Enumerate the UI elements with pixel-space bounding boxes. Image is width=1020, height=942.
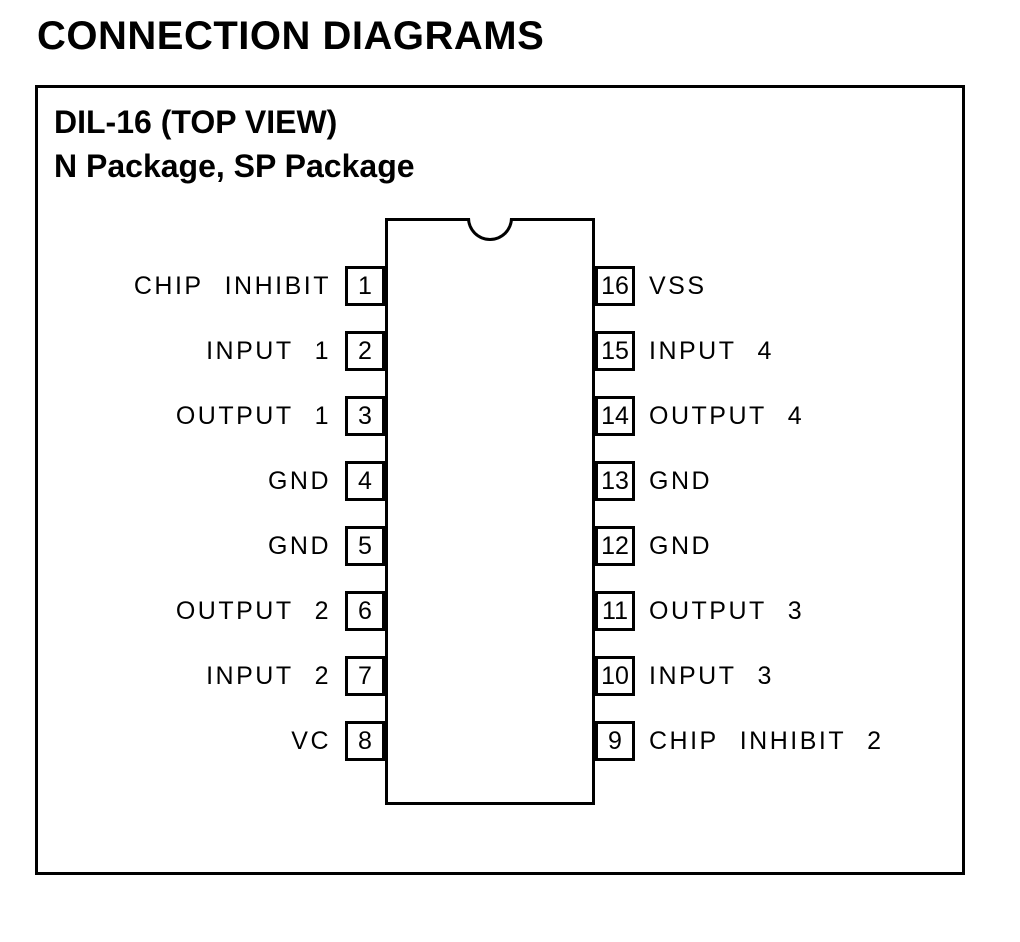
pin-number-box: 16 bbox=[595, 266, 635, 306]
pin-number-box: 5 bbox=[345, 526, 385, 566]
pin-row: 14 OUTPUT 4 bbox=[595, 396, 959, 436]
diagram-box: DIL-16 (TOP VIEW) N Package, SP Package … bbox=[35, 85, 965, 875]
pin-row: 10 INPUT 3 bbox=[595, 656, 959, 696]
pin-number: 11 bbox=[602, 596, 628, 625]
diagram-heading-line2: N Package, SP Package bbox=[54, 148, 415, 185]
pin-number-box: 3 bbox=[345, 396, 385, 436]
pin-label: INPUT 3 bbox=[649, 661, 774, 690]
pin-row: 15 INPUT 4 bbox=[595, 331, 959, 371]
pin-label: CHIP INHIBIT 2 bbox=[649, 726, 884, 755]
diagram-heading: DIL-16 (TOP VIEW) N Package, SP Package bbox=[54, 100, 415, 188]
pin-number-box: 13 bbox=[595, 461, 635, 501]
pin-number: 1 bbox=[358, 271, 372, 300]
pin-label: INPUT 4 bbox=[649, 336, 774, 365]
pin-row: GND 4 bbox=[60, 461, 385, 501]
pin-row: INPUT 1 2 bbox=[60, 331, 385, 371]
pin-row: OUTPUT 2 6 bbox=[60, 591, 385, 631]
pin-number: 3 bbox=[358, 401, 372, 430]
pin-number: 9 bbox=[608, 726, 622, 755]
pin-column-left: CHIP INHIBIT 1 INPUT 1 2 OUTPUT 1 3 GND … bbox=[60, 266, 385, 786]
pin-number-box: 2 bbox=[345, 331, 385, 371]
pin-label: GND bbox=[649, 531, 713, 560]
page-title: CONNECTION DIAGRAMS bbox=[37, 14, 545, 58]
pin-number: 8 bbox=[358, 726, 372, 755]
pin-row: CHIP INHIBIT 1 bbox=[60, 266, 385, 306]
pin-number: 4 bbox=[358, 466, 372, 495]
diagram-heading-line1: DIL-16 (TOP VIEW) bbox=[54, 104, 338, 140]
pin-label: OUTPUT 1 bbox=[175, 401, 331, 430]
pin-label: OUTPUT 2 bbox=[175, 596, 331, 625]
pin-number-box: 12 bbox=[595, 526, 635, 566]
pin-row: GND 5 bbox=[60, 526, 385, 566]
pin-number-box: 9 bbox=[595, 721, 635, 761]
pin-label: VC bbox=[291, 726, 331, 755]
pin-label: GND bbox=[267, 466, 331, 495]
pin-number: 15 bbox=[601, 336, 629, 365]
pin-number: 10 bbox=[601, 661, 629, 690]
pin-label: OUTPUT 3 bbox=[649, 596, 805, 625]
pin-number: 6 bbox=[358, 596, 372, 625]
pin-row: OUTPUT 1 3 bbox=[60, 396, 385, 436]
pin-number-box: 6 bbox=[345, 591, 385, 631]
pin-number: 2 bbox=[358, 336, 372, 365]
pin-number-box: 11 bbox=[595, 591, 635, 631]
pin-number: 12 bbox=[601, 531, 629, 560]
pin-number: 7 bbox=[358, 661, 372, 690]
pin-row: VC 8 bbox=[60, 721, 385, 761]
pin-number-box: 1 bbox=[345, 266, 385, 306]
pin-number-box: 14 bbox=[595, 396, 635, 436]
pin-row: 13 GND bbox=[595, 461, 959, 501]
pin-number-box: 7 bbox=[345, 656, 385, 696]
pin-number-box: 15 bbox=[595, 331, 635, 371]
pin-row: 11 OUTPUT 3 bbox=[595, 591, 959, 631]
ic-notch bbox=[467, 218, 513, 241]
pin-number: 14 bbox=[601, 401, 629, 430]
pin-number-box: 8 bbox=[345, 721, 385, 761]
ic-body bbox=[385, 218, 595, 805]
pin-row: 12 GND bbox=[595, 526, 959, 566]
pin-label: INPUT 2 bbox=[206, 661, 331, 690]
pin-number-box: 4 bbox=[345, 461, 385, 501]
pin-label: VSS bbox=[649, 271, 707, 300]
pin-label: GND bbox=[649, 466, 713, 495]
pin-row: 9 CHIP INHIBIT 2 bbox=[595, 721, 959, 761]
pin-row: 16 VSS bbox=[595, 266, 959, 306]
pin-label: INPUT 1 bbox=[206, 336, 331, 365]
pin-label: CHIP INHIBIT bbox=[133, 271, 331, 300]
pin-column-right: 16 VSS 15 INPUT 4 14 OUTPUT 4 13 GND 12 … bbox=[595, 266, 959, 786]
pin-number: 13 bbox=[601, 466, 629, 495]
pin-number: 16 bbox=[601, 271, 629, 300]
pin-label: OUTPUT 4 bbox=[649, 401, 805, 430]
pin-label: GND bbox=[267, 531, 331, 560]
pin-number: 5 bbox=[358, 531, 372, 560]
pin-row: INPUT 2 7 bbox=[60, 656, 385, 696]
pin-number-box: 10 bbox=[595, 656, 635, 696]
